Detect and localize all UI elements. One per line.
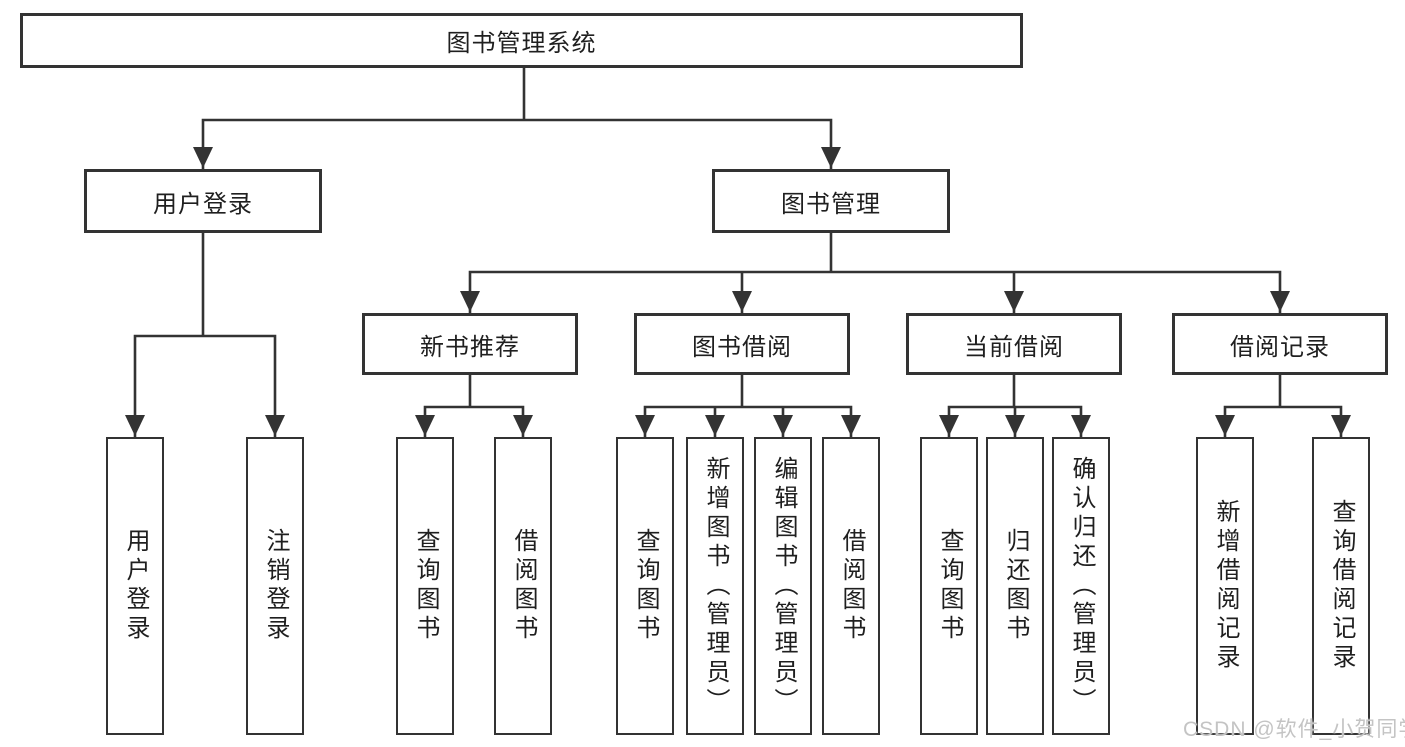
node-label: 注销登录 bbox=[262, 528, 289, 644]
node-label: 图书管理 bbox=[781, 190, 881, 218]
node-br-query-record: 查询借阅记录 bbox=[1312, 437, 1370, 735]
arrowhead bbox=[415, 415, 435, 436]
node-cb-confirm-return: 确认归还（管理员） bbox=[1052, 437, 1110, 735]
node-label: 查询借阅记录 bbox=[1328, 499, 1355, 673]
arrowhead bbox=[939, 415, 959, 436]
node-current-borrow: 当前借阅 bbox=[906, 313, 1122, 375]
arrowhead bbox=[1331, 415, 1351, 436]
arrowhead bbox=[841, 415, 861, 436]
arrowhead bbox=[705, 415, 725, 436]
arrowhead bbox=[1270, 291, 1290, 312]
arrowhead bbox=[1004, 291, 1024, 312]
node-label: 借阅图书 bbox=[510, 528, 537, 644]
connector-new-book-rec bbox=[423, 375, 525, 437]
node-bb-borrow-book: 借阅图书 bbox=[822, 437, 880, 735]
node-label: 归还图书 bbox=[1002, 528, 1029, 644]
node-label: 新增借阅记录 bbox=[1212, 499, 1239, 673]
connector-book-mgmt-rail bbox=[468, 270, 1282, 313]
node-user-login: 用户登录 bbox=[84, 169, 322, 233]
arrowhead bbox=[1071, 415, 1091, 436]
node-label: 用户登录 bbox=[122, 528, 149, 644]
node-label: 图书借阅 bbox=[692, 333, 792, 361]
node-rec-borrow-book: 借阅图书 bbox=[494, 437, 552, 735]
node-root: 图书管理系统 bbox=[20, 13, 1023, 68]
arrowhead bbox=[635, 415, 655, 436]
node-leaf-logout: 注销登录 bbox=[246, 437, 304, 735]
connector-user-login-rail bbox=[133, 334, 277, 437]
arrowhead bbox=[1215, 415, 1235, 436]
node-borrow-record: 借阅记录 bbox=[1172, 313, 1388, 375]
node-new-book-rec: 新书推荐 bbox=[362, 313, 578, 375]
node-label: 图书管理系统 bbox=[446, 30, 597, 57]
connector-borrow-record bbox=[1223, 375, 1343, 437]
node-label: 新增图书（管理员） bbox=[702, 455, 729, 717]
watermark: CSDN @软件_小贺同学 bbox=[1183, 718, 1405, 741]
node-cb-return-book: 归还图书 bbox=[986, 437, 1044, 735]
node-label: 确认归还（管理员） bbox=[1068, 455, 1095, 717]
node-label: 用户登录 bbox=[153, 190, 253, 218]
connector-book-borrow bbox=[643, 375, 853, 437]
node-label: 编辑图书（管理员） bbox=[770, 455, 797, 717]
node-cb-query-book: 查询图书 bbox=[920, 437, 978, 735]
node-rec-query-book: 查询图书 bbox=[396, 437, 454, 735]
node-bb-edit-book: 编辑图书（管理员） bbox=[754, 437, 812, 735]
node-label: 查询图书 bbox=[412, 528, 439, 644]
arrowhead bbox=[460, 291, 480, 312]
node-bb-query-book: 查询图书 bbox=[616, 437, 674, 735]
arrowheads bbox=[125, 147, 1351, 436]
arrowhead bbox=[821, 147, 841, 168]
arrowhead bbox=[732, 291, 752, 312]
arrowhead bbox=[265, 415, 285, 436]
node-br-add-record: 新增借阅记录 bbox=[1196, 437, 1254, 735]
connector-root-rail bbox=[201, 118, 833, 169]
node-bb-add-book: 新增图书（管理员） bbox=[686, 437, 744, 735]
arrowhead bbox=[773, 415, 793, 436]
arrowhead bbox=[513, 415, 533, 436]
arrowhead bbox=[193, 147, 213, 168]
node-label: 当前借阅 bbox=[964, 333, 1064, 361]
node-leaf-user-login: 用户登录 bbox=[106, 437, 164, 735]
node-label: 新书推荐 bbox=[420, 333, 520, 361]
connector-strokes bbox=[133, 68, 1343, 437]
node-book-borrow: 图书借阅 bbox=[634, 313, 850, 375]
node-book-mgmt: 图书管理 bbox=[712, 169, 950, 233]
node-label: 借阅图书 bbox=[838, 528, 865, 644]
node-label: 借阅记录 bbox=[1230, 333, 1330, 361]
node-label: 查询图书 bbox=[632, 528, 659, 644]
node-label: 查询图书 bbox=[936, 528, 963, 644]
arrowhead bbox=[125, 415, 145, 436]
arrowhead bbox=[1005, 415, 1025, 436]
